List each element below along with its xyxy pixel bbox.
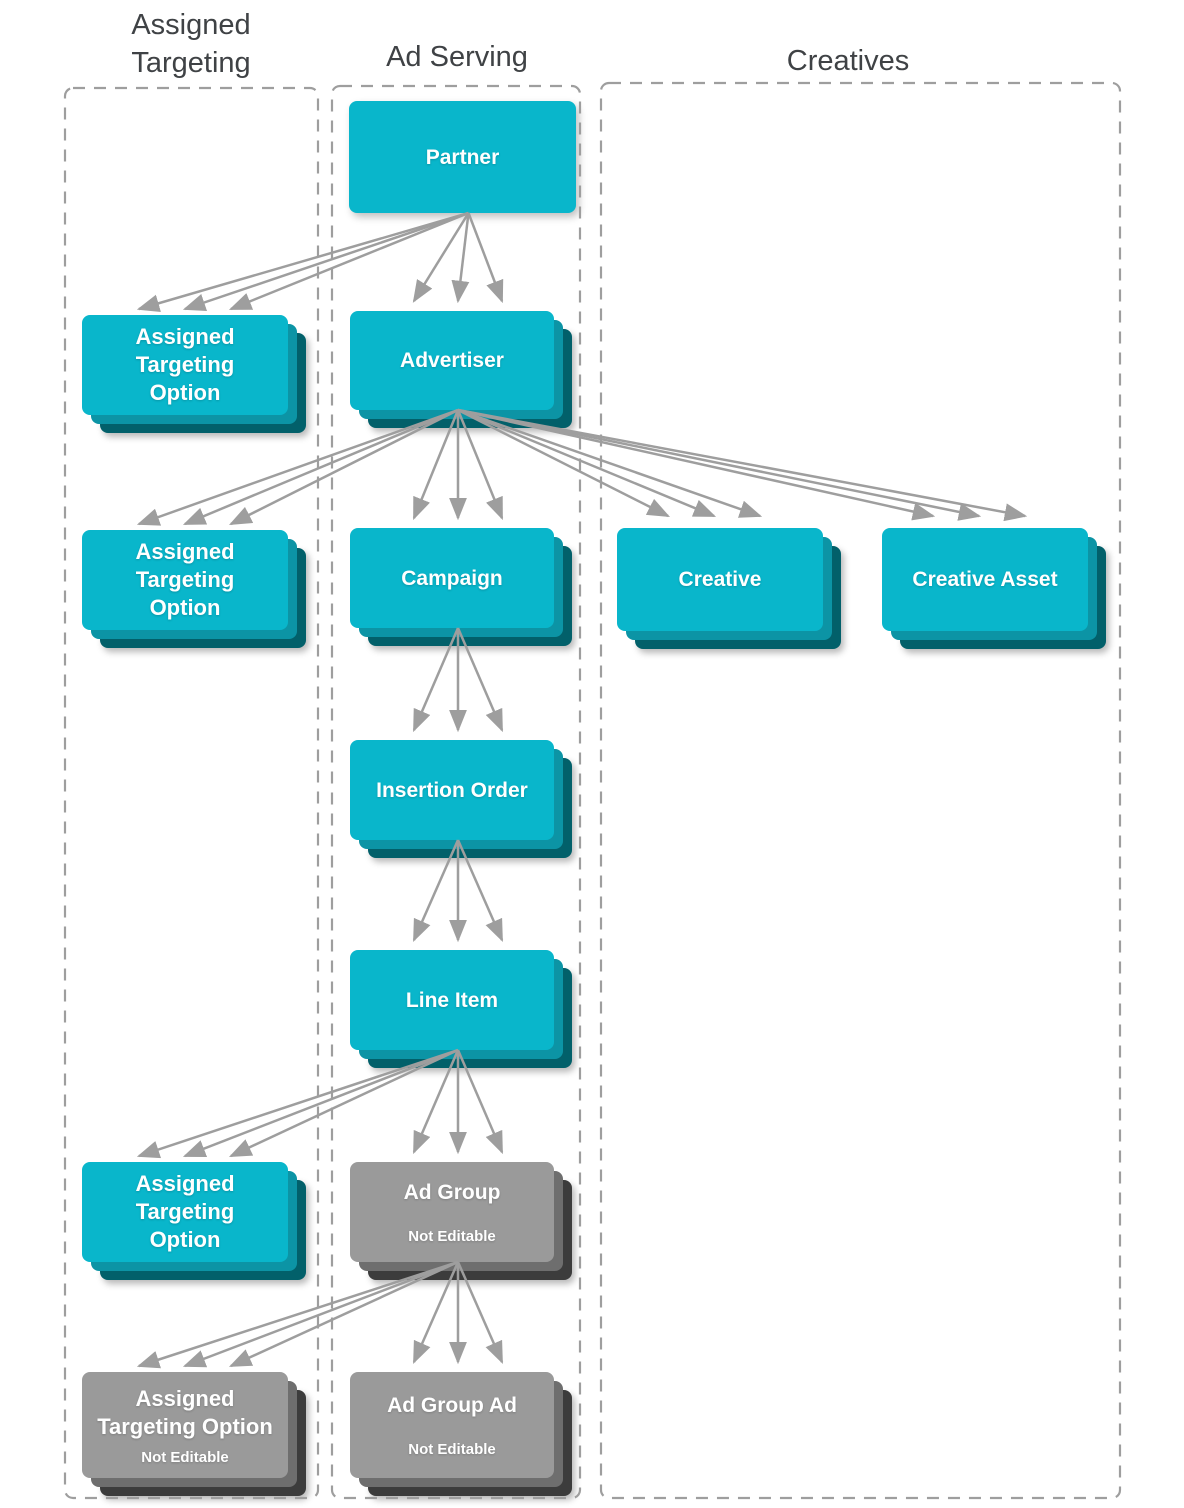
node-label: Creative Asset [912, 568, 1058, 591]
node-campaign: Campaign [350, 528, 572, 646]
node-face: Partner [349, 101, 576, 213]
node-insertion-order: Insertion Order [350, 740, 572, 858]
node-label: Insertion Order [376, 778, 528, 802]
edge-partner-to-ato-advertiser [136, 211, 469, 312]
node-face: Insertion Order [350, 740, 554, 840]
column-header-assigned-targeting: Assigned Targeting [131, 9, 251, 79]
node-face: Assigned Targeting Option [82, 530, 288, 630]
node-label: Assigned Targeting Option [135, 539, 235, 620]
node-sublabel: Not Editable [408, 1441, 496, 1458]
column-header-ad-serving: Ad Serving [386, 41, 528, 73]
node-label: Assigned Targeting Option [135, 324, 235, 405]
node-label: Partner [425, 145, 500, 169]
edge-partner-to-advertiser [412, 212, 504, 304]
node-partner: Partner [349, 101, 576, 213]
node-label: Creative [678, 568, 762, 591]
node-sublabel: Not Editable [141, 1448, 229, 1466]
node-face: Assigned Targeting Option [82, 315, 288, 415]
node-creative: Creative [617, 528, 841, 649]
node-label: Assigned Targeting Option [97, 1385, 273, 1439]
node-ato-line-item: Assigned Targeting Option [82, 1162, 306, 1280]
node-face: Assigned Targeting Option [82, 1162, 288, 1262]
node-face: Ad Group Ad Not Editable [350, 1372, 554, 1478]
column-creatives [599, 81, 1122, 1500]
node-label: Campaign [401, 566, 503, 590]
node-face: Creative Asset [882, 528, 1088, 631]
column-header-creatives: Creatives [786, 45, 910, 77]
node-label: Advertiser [400, 349, 504, 372]
node-face: Campaign [350, 528, 554, 628]
node-ad-group-ad: Ad Group Ad Not Editable [350, 1372, 572, 1496]
node-label: Assigned Targeting Option [135, 1171, 235, 1252]
node-ato-advertiser: Assigned Targeting Option [82, 315, 306, 433]
node-label: Ad Group Ad [387, 1394, 517, 1417]
node-line-item: Line Item [350, 950, 572, 1068]
node-label: Line Item [405, 988, 499, 1012]
node-label: Ad Group [403, 1181, 501, 1204]
node-face: Line Item [350, 950, 554, 1050]
node-sublabel: Not Editable [408, 1228, 496, 1245]
node-face: Creative [617, 528, 823, 631]
node-creative-asset: Creative Asset [882, 528, 1106, 649]
column-assigned-targeting [63, 86, 320, 1500]
node-face: Advertiser [350, 311, 554, 410]
node-ato-campaign: Assigned Targeting Option [82, 530, 306, 648]
node-advertiser: Advertiser [350, 311, 572, 428]
